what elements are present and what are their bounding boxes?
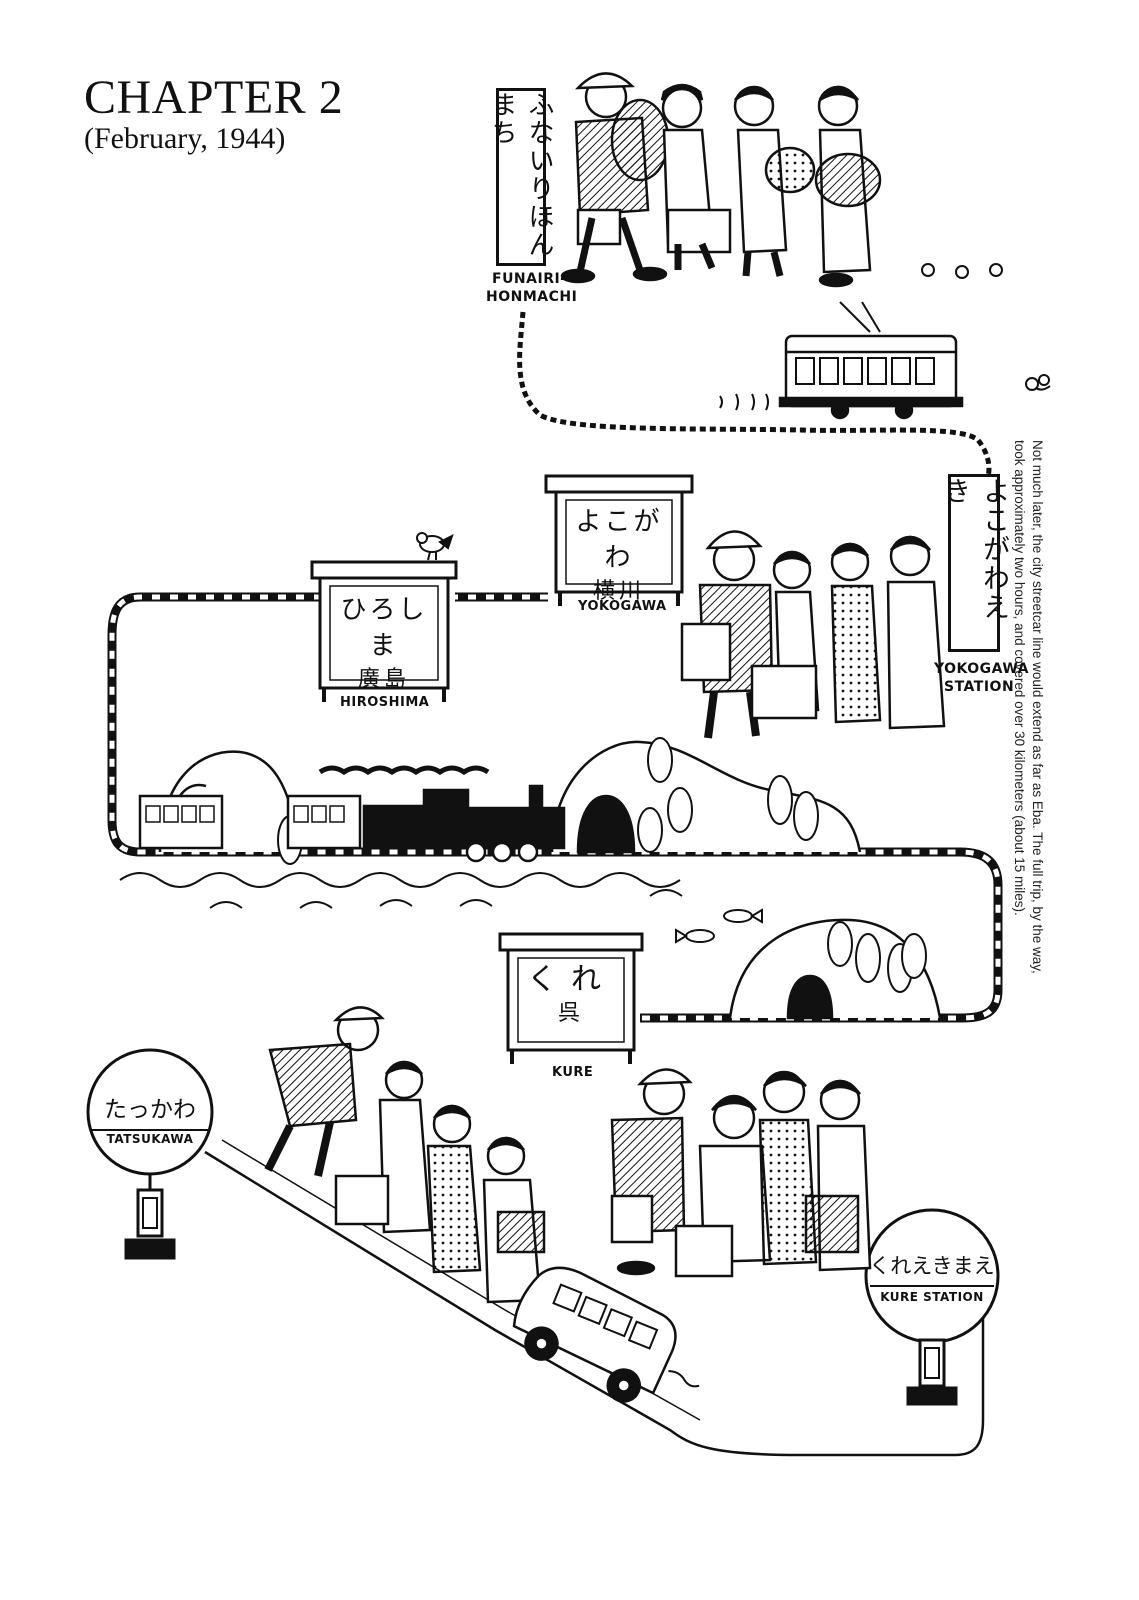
yokogawa-station-romaji-2: STATION: [944, 679, 1015, 695]
yokogawa-kanji: 横川: [592, 579, 645, 604]
yokogawa-station-romaji-1: YOKOGAWA: [934, 661, 1030, 677]
bus-road: [204, 1150, 985, 1457]
streetcar-track: [517, 311, 992, 477]
fish-icon: [675, 908, 763, 944]
kure-station-romaji: KURE STATION: [880, 1290, 984, 1304]
yokogawa-station-sign: よこがわえき: [939, 474, 1009, 652]
bus-icon: [512, 1266, 700, 1403]
hiroshima-kanji: 廣島: [357, 667, 410, 692]
hiroshima-kana: ひろしま: [340, 595, 428, 661]
funairi-romaji-1: FUNAIRI-: [492, 271, 567, 287]
footnote-text: Not much later, the city streetcar line …: [1010, 440, 1046, 980]
tatsukawa-romaji: TATSUKAWA: [106, 1132, 194, 1146]
yokogawa-romaji: YOKOGAWA: [578, 599, 667, 614]
hiroshima-romaji: HIROSHIMA: [340, 695, 430, 710]
flower-bud-icon: [1025, 374, 1051, 391]
streetcar-icon: [719, 301, 964, 420]
tatsukawa-kana: たっかわ: [104, 1097, 196, 1123]
footnote-line-1: Not much later, the city streetcar line …: [1030, 440, 1045, 974]
travelers-group-yokogawa: [680, 530, 946, 739]
sign-frames: [310, 474, 694, 1064]
kure-kana: くれ: [527, 962, 615, 997]
travelers-group-kure-station: [610, 1068, 872, 1278]
kure-station-kana: くれえきまえ: [869, 1254, 995, 1278]
kure-sign: くれ 呉: [518, 962, 624, 1030]
bird-icon: [416, 532, 454, 561]
railway-track: [107, 311, 1003, 1457]
kure-romaji: KURE: [552, 1065, 594, 1080]
footnote-line-2: took approximately two hours, and covere…: [1012, 440, 1027, 916]
travelers-group-tatsukawa: [264, 1006, 546, 1304]
chapter-title: CHAPTER 2: [84, 71, 344, 124]
funairi-honmachi-sign: ふないりほんまち: [487, 88, 554, 266]
water-waves: [119, 872, 683, 909]
tatsukawa-sign: たっかわ TATSUKAWA: [92, 1090, 208, 1146]
kure-station-sign: くれえきまえ KURE STATION: [868, 1250, 996, 1304]
yokogawa-kana: よこがわ: [575, 507, 663, 573]
funairi-romaji-2: HONMACHI: [486, 289, 578, 305]
kure-kanji: 呉: [557, 1001, 584, 1026]
travelers-group-funairi: [560, 72, 1003, 288]
yokogawa-sign: よこがわ 横川: [566, 504, 672, 608]
hiroshima-sign: ひろしま 廣島: [330, 592, 438, 696]
round-sign-posts: [86, 1048, 1000, 1406]
tunnel-entrance: [786, 974, 834, 1020]
tunnel-entrance: [576, 794, 636, 854]
chapter-date: (February, 1944): [84, 122, 286, 155]
steam-locomotive-icon: [138, 765, 566, 863]
hills-and-tunnels: [158, 737, 942, 1020]
